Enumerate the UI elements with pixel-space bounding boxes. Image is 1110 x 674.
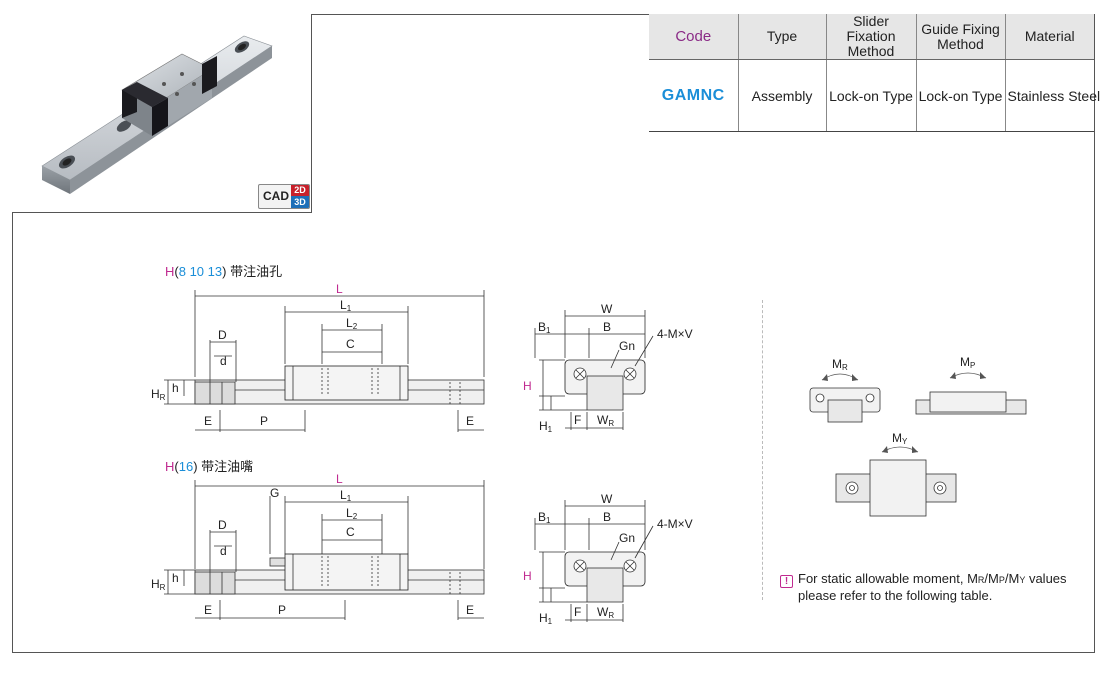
cell-code[interactable]: GAMNC [649,59,738,132]
header-type: Type [737,14,826,60]
dim-L-2: L [336,472,343,486]
dim-F: F [574,413,581,427]
cad-2d-3d-badge[interactable]: CAD 2D 3D [258,184,310,209]
section2-label: H(16) 带注油嘴 [165,459,254,474]
dim-P-2: P [278,603,286,617]
side-view-drawing-1: L L1 L2 C D d HR h E P E [151,282,485,432]
dim-L1-2: L1 [340,488,352,503]
header-material: Material [1004,14,1094,60]
section1-label: H(8 10 13) 带注油孔 [165,264,283,279]
dim-F-2: F [574,605,581,619]
dim-W: W [601,302,613,316]
cad-label: CAD [263,189,289,203]
cell-type: Assembly [737,59,826,132]
dim-H: H [523,379,532,393]
dim-B: B [603,320,611,334]
dim-L2-2: L2 [346,506,358,521]
dim-B1-2: B1 [538,510,551,525]
dim-H1-2: H1 [539,611,553,626]
page-frame [12,14,1095,653]
dim-D: D [218,328,227,342]
moment-MP: MP [960,355,975,370]
dim-L1: L1 [340,298,352,313]
dim-h-2: h [172,571,179,585]
dim-WR-2: WR [597,605,614,620]
header-code: Code [649,14,738,60]
spec-table-row: GAMNC Assembly Lock-on Type Lock-on Type… [649,59,1100,132]
dim-L2: L2 [346,316,358,331]
dim-WR: WR [597,413,614,428]
dim-4MxV: 4-M×V [657,327,693,341]
dim-HR: HR [151,387,166,402]
dim-4MxV-2: 4-M×V [657,517,693,531]
dim-B-2: B [603,510,611,524]
dim-H-2: H [523,569,532,583]
dim-D-2: D [218,518,227,532]
static-moment-note: !For static allowable moment, MR/MP/MY v… [780,571,1067,603]
cad-3d-label: 3D [291,196,309,208]
dim-P: P [260,414,268,428]
dim-H1: H1 [539,419,553,434]
moment-diagrams: MR MP MY [809,355,1027,517]
dim-G: G [270,486,279,500]
dim-E-left: E [204,414,212,428]
warning-icon: ! [780,575,793,588]
dim-HR-2: HR [151,577,166,592]
cell-material: Stainless Steel [1004,59,1100,132]
side-view-drawing-2: L G L1 L2 C D d HR h E P E [151,472,485,620]
cell-slider-fixation: Lock-on Type [825,59,916,132]
dim-C-2: C [346,525,355,539]
dim-d: d [220,354,227,368]
dim-W-2: W [601,492,613,506]
dim-B1: B1 [538,320,551,335]
dim-d-2: d [220,544,227,558]
guide-rail-photo [41,35,273,194]
dim-E-right: E [466,414,474,428]
moment-MY: MY [892,431,908,446]
divider [762,300,763,600]
product-photo [12,14,312,213]
cell-guide-fixing: Lock-on Type [915,59,1005,132]
dim-E-left-2: E [204,603,212,617]
cad-2d-label: 2D [291,185,309,196]
dim-L: L [336,282,343,296]
dim-E-right-2: E [466,603,474,617]
dim-Gn-2: Gn [619,531,635,545]
dim-C: C [346,337,355,351]
end-view-drawing-1: W B B1 Gn 4-M×V H H1 F WR [523,302,693,434]
end-view-drawing-2: W B B1 Gn 4-M×V H H1 F WR [523,492,693,626]
dim-h: h [172,381,179,395]
dim-Gn: Gn [619,339,635,353]
moment-MR: MR [832,357,848,372]
